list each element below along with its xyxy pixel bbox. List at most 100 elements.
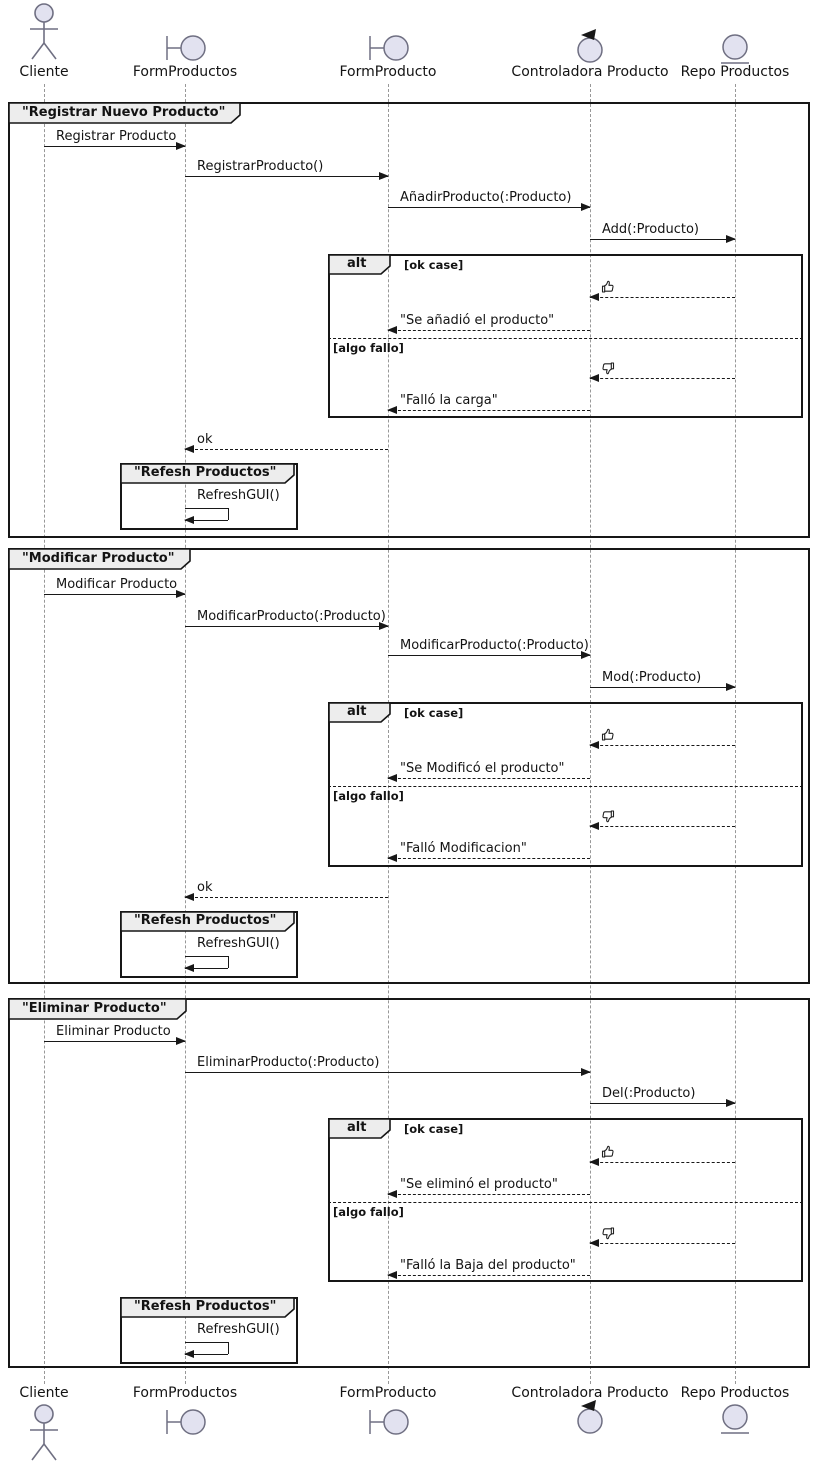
lifeline-cliente [44, 84, 45, 1384]
boundary-icon [369, 1409, 409, 1435]
self-message-side [228, 956, 229, 968]
lifeline-controladora [590, 84, 591, 1384]
frame-modificar [8, 548, 810, 984]
message-label: EliminarProducto(:Producto) [197, 1055, 380, 1070]
boundary-icon [166, 35, 206, 61]
participant-formproducto: FormProducto [339, 64, 437, 80]
return-arrow: "Se eliminó el producto" [387, 1177, 590, 1198]
message-label: ModificarProducto(:Producto) [197, 609, 386, 624]
arrowhead [387, 1190, 397, 1198]
frame-tab [8, 998, 187, 1020]
participant-formproductos: FormProductos [132, 1385, 238, 1401]
group-tab [120, 1297, 295, 1318]
actor-icon [30, 3, 58, 60]
lifeline-formproductos [185, 84, 186, 1384]
entity-icon [721, 34, 749, 64]
arrowhead [184, 893, 194, 901]
arrowhead [387, 1271, 397, 1279]
message-label: RefreshGUI() [197, 488, 280, 503]
alt-guard-ok: [ok case] [404, 258, 464, 272]
return-arrow [589, 374, 735, 382]
message-label: "Falló la Baja del producto" [400, 1258, 576, 1273]
alt-operator: alt [347, 704, 367, 719]
self-message-bottom [184, 1350, 228, 1358]
message-label: Add(:Producto) [602, 222, 700, 237]
arrowhead [387, 774, 397, 782]
alt-fragment [328, 1118, 803, 1282]
self-message-bottom [184, 964, 228, 972]
participant-controladora: Controladora Producto [511, 1385, 669, 1401]
message-arrow: Del(:Producto) [590, 1086, 736, 1107]
message-label: ModificarProducto(:Producto) [400, 638, 589, 653]
boundary-icon [166, 1409, 206, 1435]
frame-tab [8, 548, 191, 570]
participant-cliente: Cliente [19, 1385, 69, 1401]
message-label: ok [197, 432, 213, 447]
message-label: RegistrarProducto() [197, 159, 324, 174]
return-arrow [589, 1239, 735, 1247]
alt-divider [328, 1202, 803, 1203]
group-title: "Refesh Productos" [134, 1299, 277, 1314]
arrowhead [184, 445, 194, 453]
control-icon [577, 1400, 603, 1434]
return-arrow [589, 822, 735, 830]
message-label: ok [197, 880, 213, 895]
return-arrow: ok [184, 432, 388, 453]
return-arrow: "Se Modificó el producto" [387, 761, 590, 782]
message-arrow: EliminarProducto(:Producto) [185, 1055, 591, 1076]
frame-registrar [8, 102, 810, 538]
alt-guard-fail: [algo fallo] [333, 789, 404, 803]
return-arrow [589, 1158, 735, 1166]
message-label: "Se añadió el producto" [400, 313, 555, 328]
message-label: "Falló Modificacion" [400, 841, 527, 856]
message-label: "Se Modificó el producto" [400, 761, 565, 776]
alt-operator: alt [347, 1120, 367, 1135]
arrowhead [589, 822, 599, 830]
return-arrow: "Falló Modificacion" [387, 841, 590, 862]
alt-tab [328, 254, 391, 275]
arrowhead [581, 1068, 591, 1076]
message-label: "Se eliminó el producto" [400, 1177, 558, 1192]
arrowhead [184, 964, 194, 972]
thumbs-down-icon [602, 362, 615, 375]
thumbs-up-icon [601, 1145, 614, 1158]
message-arrow: Modificar Producto [44, 577, 186, 598]
message-label: AñadirProducto(:Producto) [400, 190, 572, 205]
message-arrow: RegistrarProducto() [185, 159, 389, 180]
thumbs-up-icon [601, 728, 614, 741]
boundary-icon [369, 35, 409, 61]
return-arrow [589, 741, 735, 749]
message-arrow: AñadirProducto(:Producto) [388, 190, 591, 211]
participant-repo: Repo Productos [680, 1385, 790, 1401]
message-label: Mod(:Producto) [602, 670, 702, 685]
message-label: Registrar Producto [56, 129, 177, 144]
thumbs-up-icon [601, 280, 614, 293]
message-arrow: ModificarProducto(:Producto) [185, 609, 389, 630]
participant-repo: Repo Productos [680, 64, 790, 80]
frame-eliminar [8, 998, 810, 1368]
arrowhead [387, 406, 397, 414]
message-label: RefreshGUI() [197, 1322, 280, 1337]
frame-title: "Modificar Producto" [22, 551, 175, 566]
arrowhead [589, 1239, 599, 1247]
arrowhead [726, 235, 736, 243]
arrowhead [589, 293, 599, 301]
self-message-bottom [184, 516, 228, 524]
message-label: RefreshGUI() [197, 936, 280, 951]
alt-guard-ok: [ok case] [404, 1122, 464, 1136]
arrowhead [387, 854, 397, 862]
participant-formproducto: FormProducto [339, 1385, 437, 1401]
arrowhead [589, 374, 599, 382]
arrowhead [176, 1037, 186, 1045]
alt-tab [328, 1118, 391, 1139]
return-arrow: "Falló la carga" [387, 393, 590, 414]
frame-title: "Eliminar Producto" [22, 1001, 167, 1016]
lifeline-repo [735, 84, 736, 1384]
message-arrow: Mod(:Producto) [590, 670, 736, 691]
arrowhead [387, 326, 397, 334]
thumbs-down-icon [602, 810, 615, 823]
group-title: "Refesh Productos" [134, 913, 277, 928]
group-tab [120, 911, 295, 932]
alt-fragment [328, 702, 803, 867]
